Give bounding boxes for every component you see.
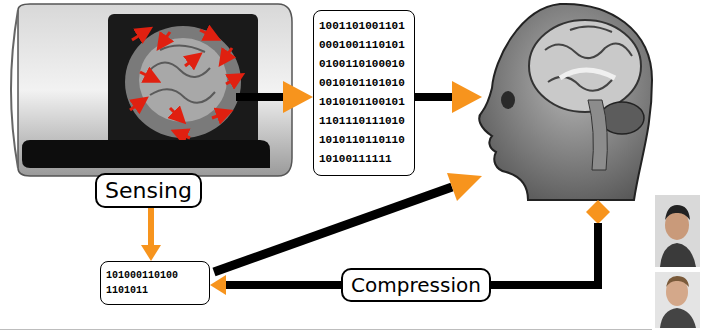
bit-string-box: 1001101001101 0001001110101 010011010001… [313, 10, 415, 176]
mri-scanner [11, 4, 292, 176]
process-label: Sensing [105, 178, 192, 203]
compression-line [480, 281, 602, 289]
flow-arrow [415, 81, 482, 113]
scanner-bore [108, 14, 258, 154]
portrait-photo [655, 272, 700, 328]
scanner-body [18, 4, 292, 176]
connector-line [148, 208, 154, 245]
process-label-box: Sensing [95, 173, 202, 208]
flow-arrow [236, 81, 313, 113]
head-profile [479, 4, 652, 200]
brain-folds [150, 45, 215, 102]
corpus-callosum [560, 70, 615, 78]
compression-line [594, 223, 602, 285]
brain-slice [125, 26, 241, 138]
spin-arrows [130, 30, 240, 138]
process-label: Compression [351, 273, 481, 297]
scanner-rim [11, 10, 18, 168]
connector-line [226, 281, 341, 289]
bit-string: 101000110100 1101011 [106, 268, 204, 298]
portrait-photo [655, 195, 700, 267]
process-label-box: Compression [341, 268, 491, 302]
bit-string: 1001101001101 0001001110101 010011010001… [319, 17, 409, 169]
arrow-head [210, 275, 226, 295]
flow-connector [141, 208, 161, 261]
bit-string-box: 101000110100 1101011 [100, 261, 210, 305]
scanner-front-lip [22, 140, 270, 168]
brain [529, 20, 641, 112]
mri-head-image [479, 4, 652, 200]
arrow-head [141, 245, 161, 261]
eye [501, 91, 515, 109]
brainstem [588, 100, 607, 170]
divider-line [0, 329, 652, 330]
orange-diamond [586, 200, 610, 224]
brain-slice-inner [139, 38, 227, 122]
flow-connector [210, 275, 341, 295]
brain-sulci [545, 26, 632, 90]
flow-arrow [214, 173, 482, 272]
